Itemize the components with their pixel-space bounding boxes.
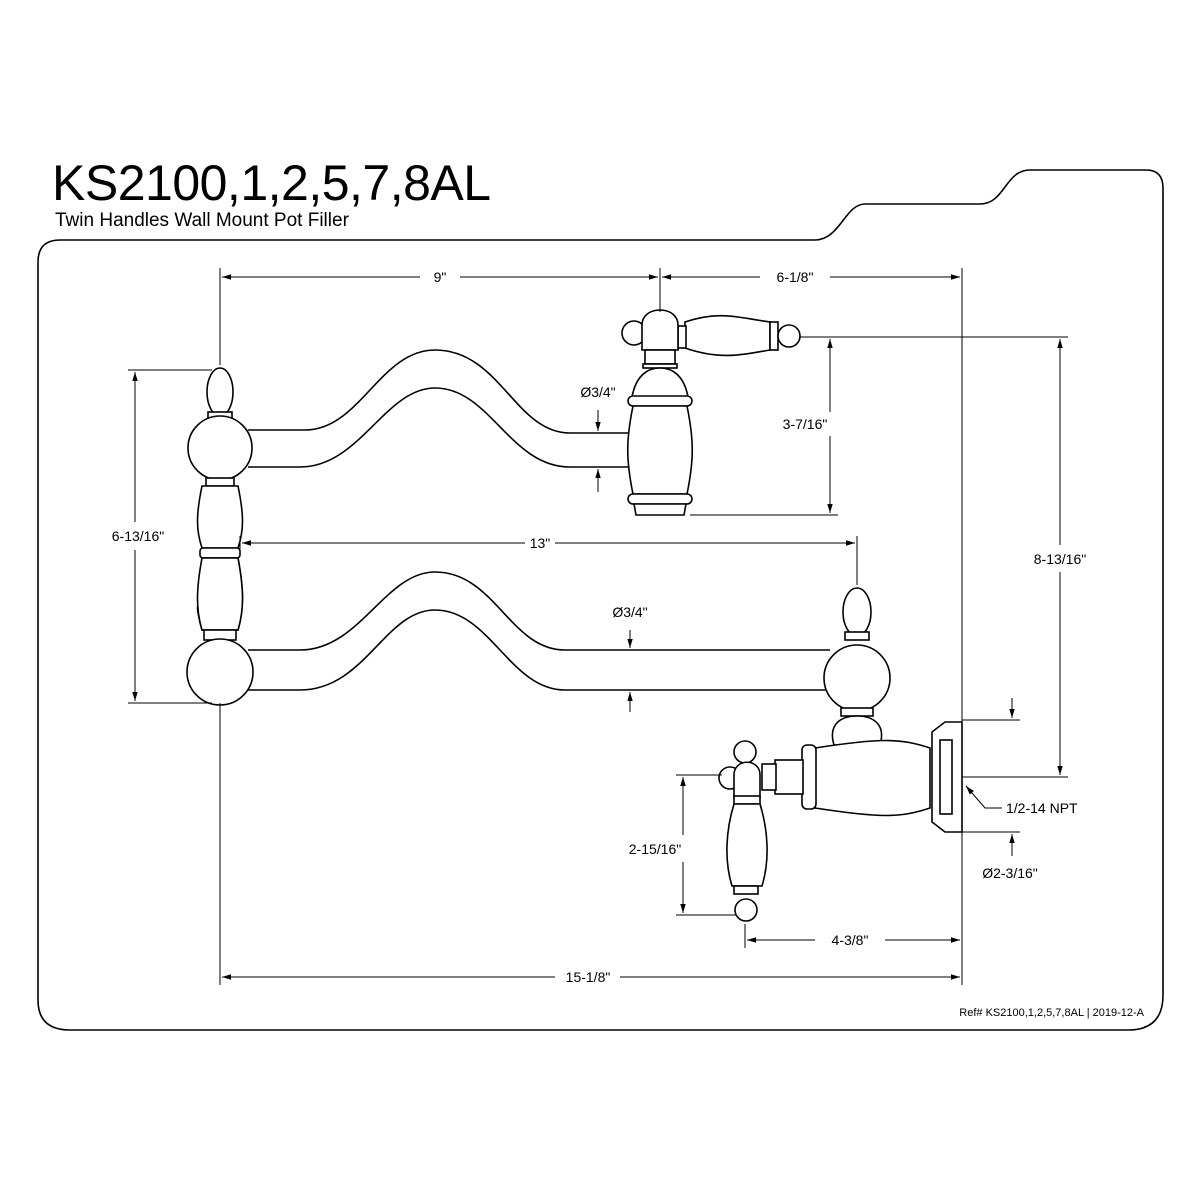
dim-label-upper-diameter: Ø3/4" [580,384,615,400]
dim-label-3-7-16: 3-7/16" [783,416,828,432]
dim-label-4-3-8: 4-3/8" [832,932,869,948]
dim-label-9: 9" [434,269,447,285]
dim-label-lower-diameter: Ø3/4" [612,604,647,620]
lower-valve [718,587,963,922]
dim-label-6-1-8: 6-1/8" [777,269,814,285]
dim-label-15-1-8: 15-1/8" [566,969,611,985]
spout-column [186,349,830,706]
dim-label-6-13-16: 6-13/16" [112,528,164,544]
dim-label-npt: 1/2-14 NPT [1006,800,1078,816]
dim-label-8-13-16: 8-13/16" [1034,551,1086,567]
dim-label-flange-diameter: Ø2-3/16" [982,865,1038,881]
dim-label-13: 13" [530,535,551,551]
model-title: KS2100,1,2,5,7,8AL [52,155,491,211]
product-description: Twin Handles Wall Mount Pot Filler [55,210,349,231]
dimension-lines [128,268,1068,985]
drawing-frame [37,169,1164,1031]
reference-number: Ref# KS2100,1,2,5,7,8AL | 2019-12-A [959,1007,1144,1019]
upper-valve [621,309,801,516]
dim-label-2-15-16: 2-15/16" [629,841,681,857]
